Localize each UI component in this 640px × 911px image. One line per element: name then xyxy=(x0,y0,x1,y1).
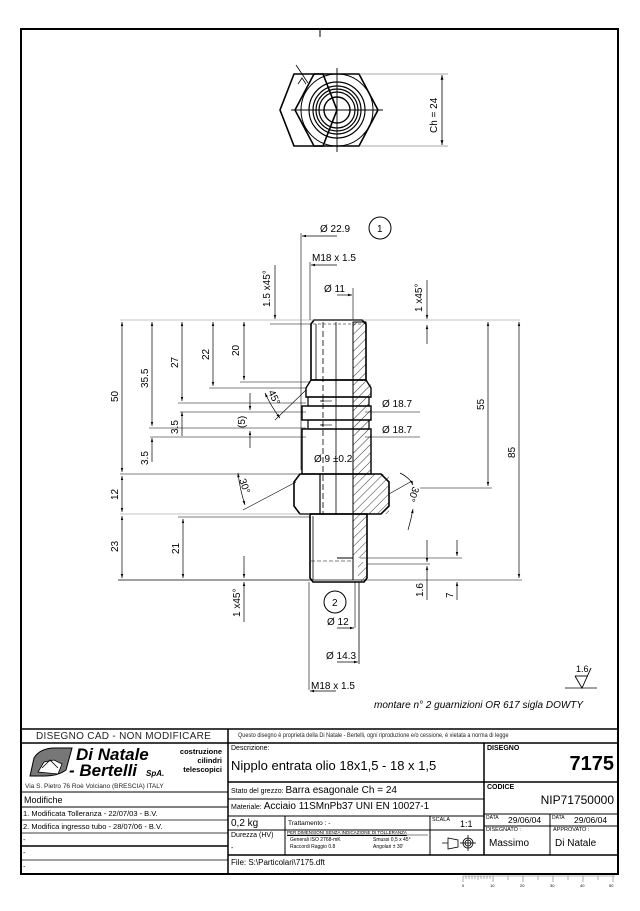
svg-text:20: 20 xyxy=(231,344,242,356)
codice-label: CODICE xyxy=(487,784,515,791)
svg-text:35.5: 35.5 xyxy=(140,368,151,388)
approvato-value: Di Natale xyxy=(555,838,597,849)
svg-text:(5): (5) xyxy=(237,416,248,428)
svg-text:1: 1 xyxy=(377,224,383,235)
svg-text:1.6: 1.6 xyxy=(415,583,426,597)
svg-text:20: 20 xyxy=(520,883,525,888)
modifica-item: 1. Modificata Tolleranza - 22/07/03 - B.… xyxy=(23,809,158,818)
svg-text:Ø 14.3: Ø 14.3 xyxy=(326,651,356,662)
svg-text:27: 27 xyxy=(170,356,181,368)
svg-text:Ø 22.9: Ø 22.9 xyxy=(320,224,350,235)
company-suffix: SpA. xyxy=(146,769,165,778)
svg-text:M18 x 1.5: M18 x 1.5 xyxy=(312,253,356,264)
svg-text:1 x45°: 1 x45° xyxy=(414,284,425,312)
scale-ruler xyxy=(462,875,615,882)
tolleranze-header: PER DIMENSIONI SENZA INDICAZIONE DI TOLL… xyxy=(287,830,407,835)
svg-text:Ø 9 ±0.2: Ø 9 ±0.2 xyxy=(314,454,353,465)
svg-text:50: 50 xyxy=(609,883,614,888)
svg-text:85: 85 xyxy=(507,446,518,458)
company-tagline: costruzione cilindri telescopici xyxy=(179,747,222,774)
svg-text:1 x45°: 1 x45° xyxy=(232,589,243,617)
top-view-hex-body: Ch = 24 xyxy=(291,64,448,152)
tolleranze-generali: Generali ISO 2768-mK xyxy=(290,837,341,843)
property-notice: Questo disegno è proprietà della Di Nata… xyxy=(238,732,509,739)
modifica-item: - xyxy=(23,862,26,871)
file-path: File: S:\Particolari\7175.dft xyxy=(231,858,325,867)
svg-text:22: 22 xyxy=(201,348,212,360)
svg-text:12: 12 xyxy=(110,488,121,500)
modifica-item: - xyxy=(23,835,26,844)
disegnato-value: Massimo xyxy=(489,838,530,849)
scala-label: SCALA xyxy=(432,817,451,823)
materiale: Materiale: Acciaio 11SMnPb37 UNI EN 1002… xyxy=(231,802,429,813)
materiale-label: Materiale: xyxy=(231,804,262,811)
modifica-item: 2. Modifica ingresso tubo - 28/07/06 - B… xyxy=(23,822,163,831)
svg-text:30°: 30° xyxy=(405,485,421,503)
svg-text:3.5: 3.5 xyxy=(170,420,181,434)
modifiche-header: Modifiche xyxy=(24,795,63,805)
company-name-line2: - Bertelli xyxy=(69,761,138,780)
scale-ruler-labels: 0 10 20 30 40 50 xyxy=(462,883,614,888)
tolleranze-smussi: Smussi 0,5 x 45° xyxy=(373,837,411,843)
svg-text:10: 10 xyxy=(490,883,495,888)
svg-text:50: 50 xyxy=(110,390,121,402)
modifica-item: - xyxy=(23,848,26,857)
durezza-label: Durezza (HV) xyxy=(231,832,274,839)
svg-text:0: 0 xyxy=(462,883,465,888)
tolleranze-angolari: Angolari ± 30' xyxy=(373,844,404,850)
approvato-label: APPROVATO : xyxy=(553,827,590,833)
svg-text:23: 23 xyxy=(110,540,121,552)
scala-value: 1:1 xyxy=(460,819,473,829)
svg-text:Ø 18.7: Ø 18.7 xyxy=(382,425,412,436)
company-logo-icon xyxy=(29,747,73,777)
disegno-value: 7175 xyxy=(569,753,615,775)
company-name-line1: Di Natale xyxy=(76,745,149,764)
descrizione-value: Nipplo entrata olio 18x1,5 - 18 x 1,5 xyxy=(231,758,437,773)
svg-text:1.5 x45°: 1.5 x45° xyxy=(262,270,273,307)
title-block-grid xyxy=(21,728,618,874)
disegnato-label: DISEGNATO : xyxy=(486,827,521,833)
company-address: Via S. Pietro 76 Roè Volciano (BRESCIA) … xyxy=(25,783,164,790)
disegno-label: DISEGNO xyxy=(487,745,520,752)
assembly-note: montare n° 2 guarnizioni OR 617 sigla DO… xyxy=(374,700,584,711)
side-view xyxy=(293,319,390,583)
svg-text:40: 40 xyxy=(580,883,585,888)
svg-text:Ø 18.7: Ø 18.7 xyxy=(382,399,412,410)
codice-value: NIP71750000 xyxy=(540,793,614,807)
svg-text:1.6: 1.6 xyxy=(576,664,589,674)
svg-text:M18 x 1.5: M18 x 1.5 xyxy=(311,681,355,692)
data-approvato-value: 29/06/04 xyxy=(574,815,608,825)
svg-text:30°: 30° xyxy=(236,477,252,495)
hex-dimension-label: Ch = 24 xyxy=(429,97,440,133)
svg-text:55: 55 xyxy=(476,398,487,410)
data-approvato-label: DATA xyxy=(552,815,565,821)
dimensions xyxy=(118,216,597,693)
svg-text:Ø 11: Ø 11 xyxy=(324,284,345,295)
svg-text:Ø 12: Ø 12 xyxy=(327,617,349,628)
svg-text:2: 2 xyxy=(332,598,338,609)
svg-text:7: 7 xyxy=(445,592,456,598)
peso: 0,2 kg xyxy=(231,818,259,829)
durezza-value: - xyxy=(231,845,234,852)
data-disegnato-label: DATA xyxy=(486,815,499,821)
stato-grezzo-label: Stato del grezzo: xyxy=(231,788,284,795)
data-disegnato-value: 29/06/04 xyxy=(508,815,542,825)
svg-text:3.5: 3.5 xyxy=(140,451,151,465)
svg-text:21: 21 xyxy=(171,542,182,554)
tolleranze-raccordi: Raccordi Raggio 0.8 xyxy=(290,844,336,850)
svg-text:30: 30 xyxy=(550,883,555,888)
cad-notice: DISEGNO CAD - NON MODIFICARE xyxy=(36,731,212,742)
stato-grezzo-value: Barra esagonale Ch = 24 xyxy=(285,785,397,796)
stato-grezzo: Stato del grezzo: Barra esagonale Ch = 2… xyxy=(231,786,397,797)
descrizione-label: Descrizione: xyxy=(231,745,270,752)
svg-text:45°: 45° xyxy=(265,389,281,407)
dimension-labels: Ø 22.9 1 M18 x 1.5 Ø 11 1.5 x45° 1 x45° … xyxy=(110,224,589,711)
materiale-value: Acciaio 11SMnPb37 UNI EN 10027-1 xyxy=(263,801,430,812)
trattamento: Trattamento : - xyxy=(288,820,331,827)
